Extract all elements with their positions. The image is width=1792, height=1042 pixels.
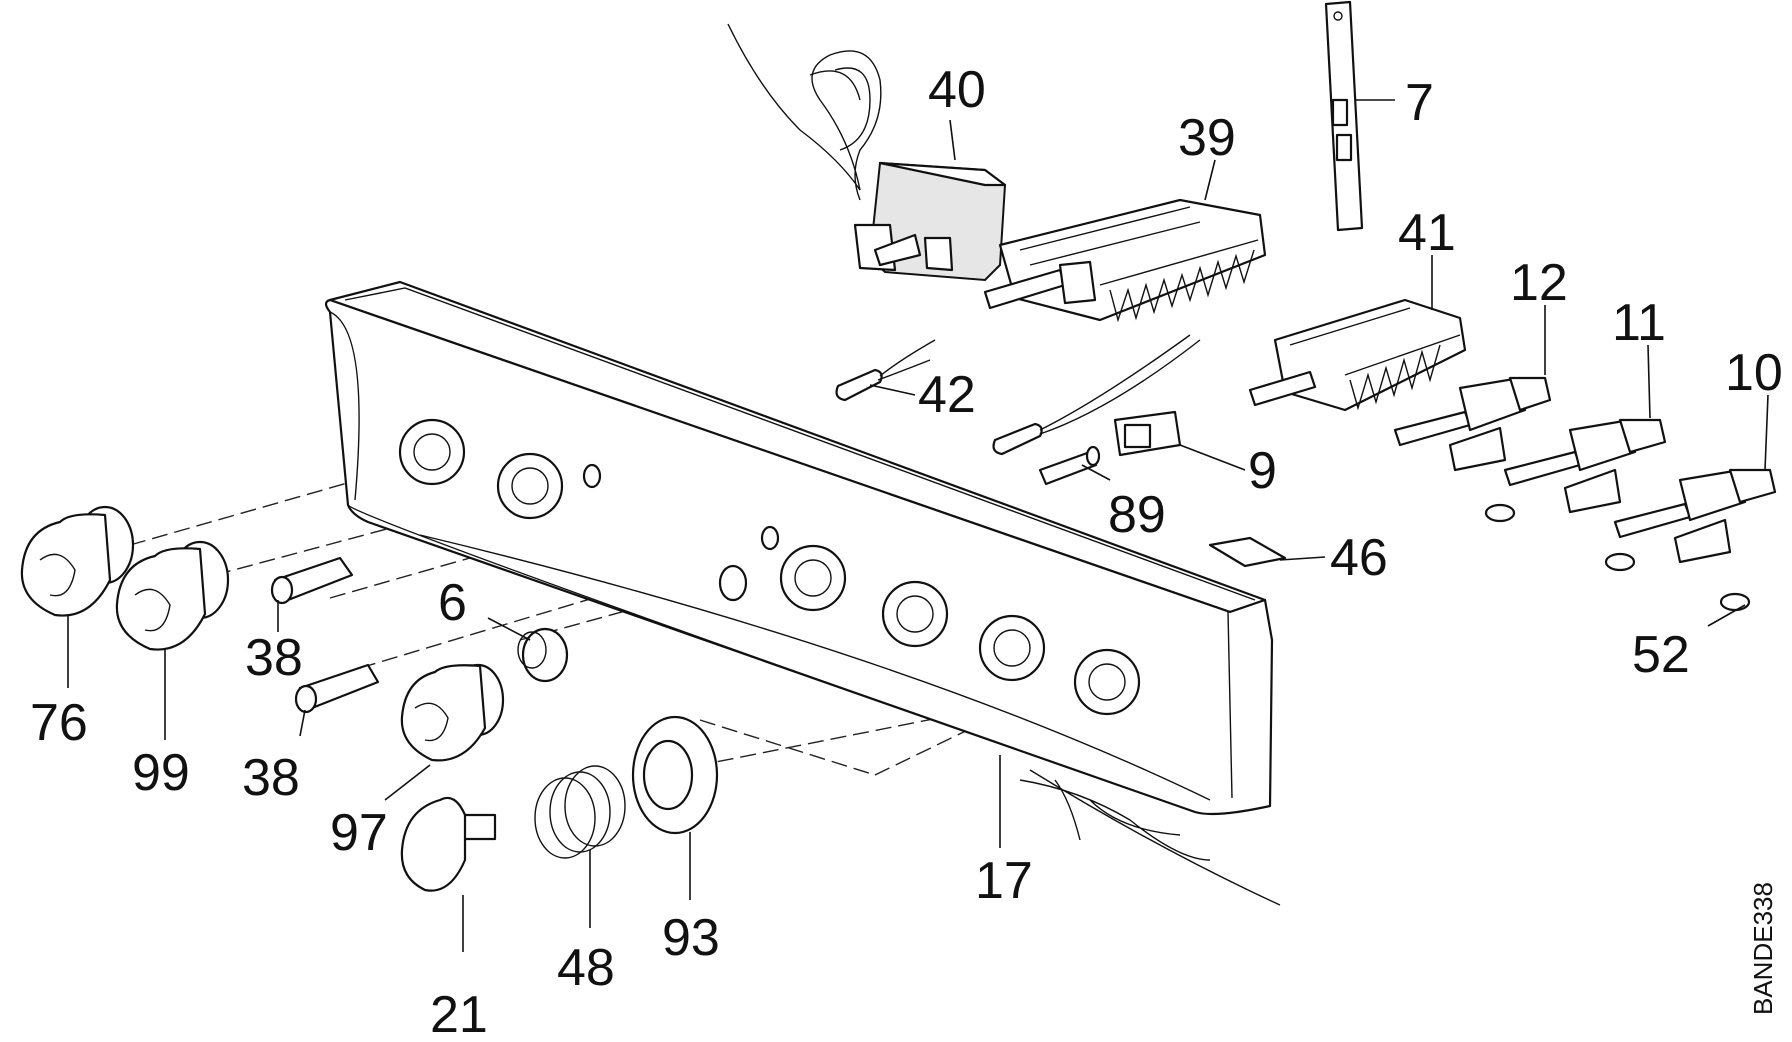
washer (1484, 503, 1516, 523)
callout-9: 9 (1248, 442, 1277, 500)
callout-40: 40 (928, 61, 986, 119)
panel-lamp-hole (718, 564, 748, 602)
panel-knob-hole (496, 452, 564, 520)
callout-39: 39 (1178, 109, 1236, 167)
selector-switch-large (983, 198, 1267, 323)
leader-lines (67, 99, 1769, 952)
knob-spring (534, 765, 626, 859)
selector-switch-small (1248, 298, 1467, 412)
callout-10: 10 (1725, 344, 1783, 402)
control-knob-97 (400, 663, 505, 762)
callout-89: 89 (1108, 486, 1166, 544)
panel-knob-hole (1073, 648, 1141, 716)
lamp-cover (270, 556, 354, 605)
callout-76: 76 (30, 694, 88, 752)
control-knob-99 (115, 540, 230, 651)
lamp-holder (1038, 445, 1101, 486)
callout-38-upper: 38 (245, 629, 303, 687)
callout-12: 12 (1510, 254, 1568, 312)
gas-tap-11 (1503, 418, 1667, 572)
callout-42: 42 (918, 366, 976, 424)
drawing-code: BANDE338 (1748, 882, 1778, 1015)
callout-labels: 40 39 7 41 12 11 10 42 9 89 46 52 6 38 3… (30, 61, 1783, 1042)
callout-6: 6 (438, 574, 467, 632)
callout-41: 41 (1398, 204, 1456, 262)
gas-tap-12 (1393, 376, 1552, 523)
callout-38-lower: 38 (242, 749, 300, 807)
control-knob-21 (400, 796, 497, 892)
knob-bezel (631, 715, 719, 835)
callout-21: 21 (430, 986, 488, 1042)
panel-indicator-hole (760, 525, 780, 551)
panel-knob-hole (978, 614, 1046, 682)
spring-clip (1208, 536, 1287, 568)
panel-indicator-hole (582, 463, 602, 489)
callout-99: 99 (132, 744, 190, 802)
callout-97: 97 (330, 804, 388, 862)
rocker-switch (1113, 410, 1182, 457)
callout-52: 52 (1632, 626, 1690, 684)
callout-93: 93 (662, 909, 720, 967)
lamp-cover (294, 663, 380, 714)
indicator-lens (517, 627, 569, 683)
callout-7: 7 (1405, 74, 1434, 132)
callout-48: 48 (557, 939, 615, 997)
washer (1604, 552, 1636, 572)
gas-tap-10 (1613, 468, 1777, 612)
callout-11: 11 (1612, 294, 1666, 352)
thermostat (727, 23, 1007, 282)
callout-46: 46 (1330, 529, 1388, 587)
panel-knob-hole (881, 580, 949, 648)
control-knob-76 (20, 505, 135, 617)
probe-sensor (835, 334, 1201, 456)
panel-knob-hole (779, 544, 847, 612)
panel-knob-hole (398, 418, 466, 486)
control-panel (324, 280, 1281, 906)
bracket-strip (1324, 0, 1364, 232)
callout-17: 17 (975, 852, 1033, 910)
washer (1719, 592, 1751, 612)
